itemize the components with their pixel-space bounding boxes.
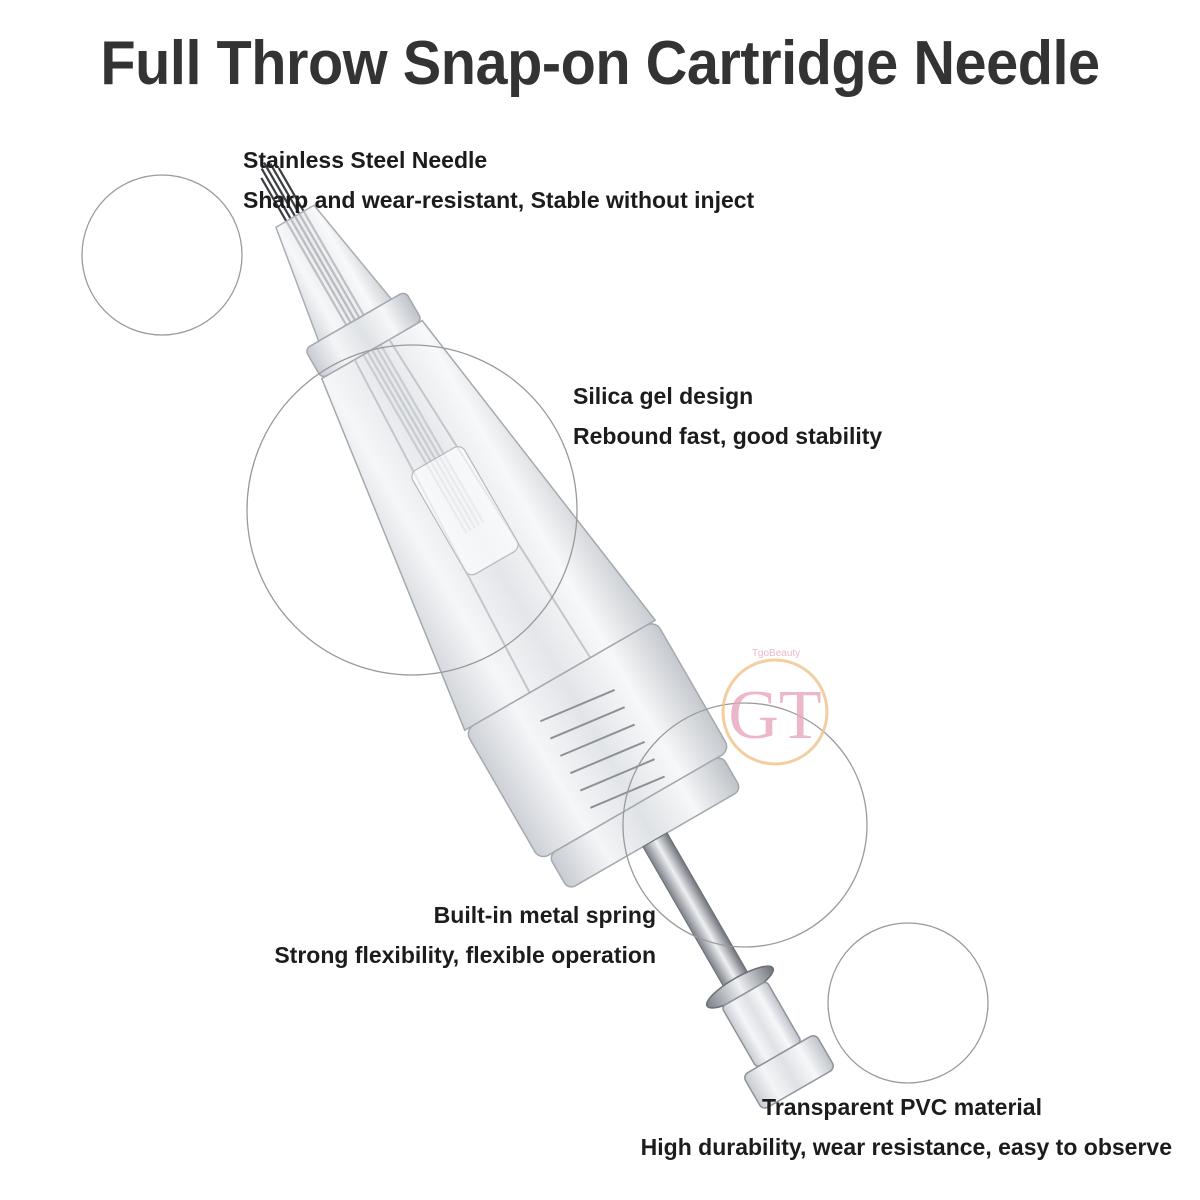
metal-spring xyxy=(539,688,666,809)
svg-text:GT: GT xyxy=(728,677,821,754)
callout-heading: Built-in metal spring xyxy=(433,902,656,928)
callout-circle-silica xyxy=(246,344,578,676)
cartridge-body xyxy=(260,162,834,1109)
callout-silica-gel-design: Silica gel design Rebound fast, good sta… xyxy=(573,376,882,456)
callout-heading: Transparent PVC material xyxy=(762,1094,1042,1120)
callout-stainless-steel-needle: Stainless Steel Needle Sharp and wear-re… xyxy=(243,140,754,220)
callout-detail: Rebound fast, good stability xyxy=(573,423,883,449)
callout-detail: High durability, wear resistance, easy t… xyxy=(640,1134,1172,1160)
callout-circle-pvc xyxy=(827,922,989,1084)
callout-heading: Silica gel design xyxy=(573,383,754,409)
page-title: Full Throw Snap-on Cartridge Needle xyxy=(100,29,1100,98)
callout-transparent-pvc: Transparent PVC material High durability… xyxy=(641,1087,1172,1167)
svg-text:TgoBeauty: TgoBeauty xyxy=(752,648,800,659)
callout-heading: Stainless Steel Needle xyxy=(243,147,488,173)
callout-circle-needle xyxy=(81,174,243,336)
watermark-logo: GT TgoBeauty xyxy=(721,648,829,766)
callout-detail: Sharp and wear-resistant, Stable without… xyxy=(243,187,755,213)
callout-circle-spring xyxy=(622,702,868,948)
callout-detail: Strong flexibility, flexible operation xyxy=(274,942,656,968)
callout-metal-spring: Built-in metal spring Strong flexibility… xyxy=(274,895,656,975)
